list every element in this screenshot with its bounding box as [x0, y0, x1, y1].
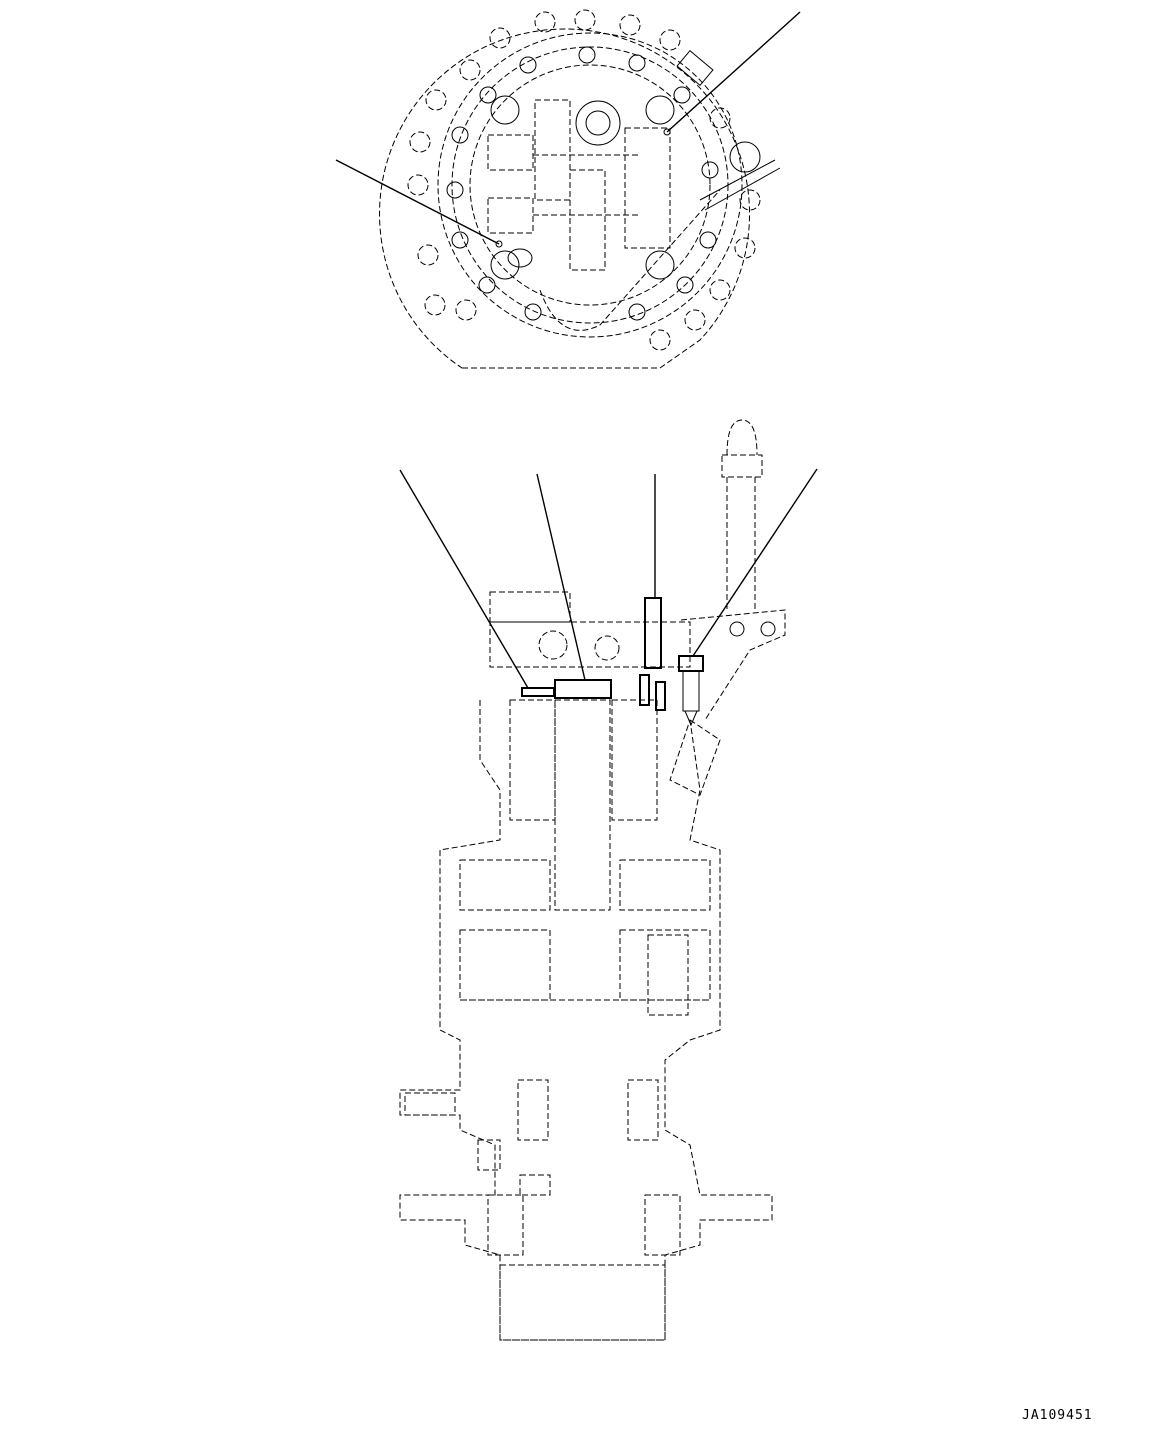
- outer-bolt-holes: [407, 9, 761, 351]
- valve-block: [487, 49, 781, 331]
- inner-bolts: [446, 46, 719, 321]
- drawing-id-label: JA109451: [1022, 1408, 1093, 1423]
- side-section-view: [399, 419, 818, 1341]
- top-view: [335, 9, 801, 369]
